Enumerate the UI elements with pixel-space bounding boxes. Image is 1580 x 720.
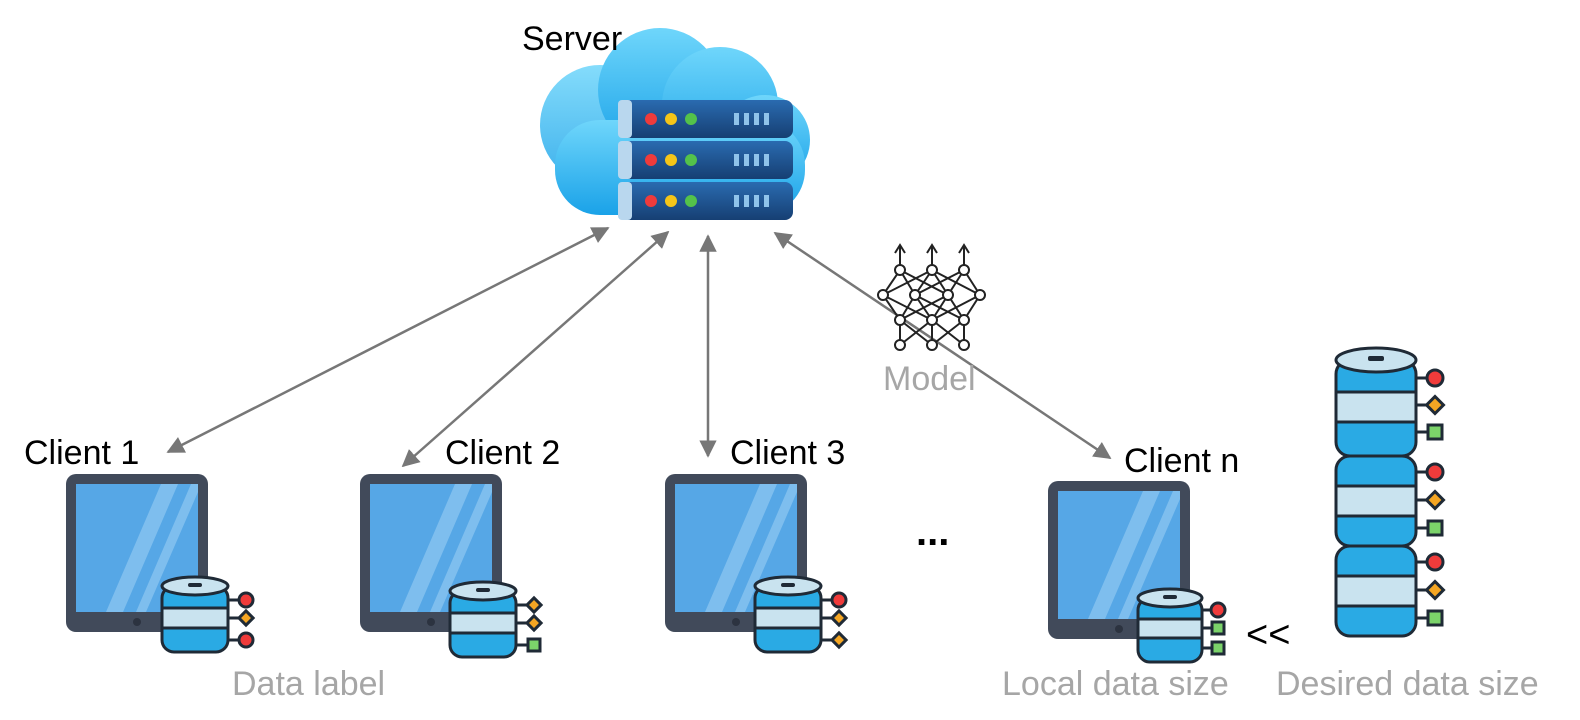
database-icon — [160, 575, 256, 654]
database-icon — [753, 575, 849, 654]
database-icon — [1136, 587, 1227, 664]
server-rack — [618, 100, 793, 220]
client-2-label: Client 2 — [445, 434, 561, 472]
arrow-client-2 — [401, 230, 670, 468]
data-label-caption: Data label — [232, 665, 386, 703]
client-1-label: Client 1 — [24, 434, 140, 472]
database-stack-icon — [1334, 346, 1446, 638]
arrow-client-n — [773, 231, 1112, 460]
server-label: Server — [522, 20, 623, 58]
desired-data-size-caption: Desired data size — [1276, 665, 1539, 703]
ellipsis: ... — [916, 510, 950, 554]
rack-unit-3 — [618, 182, 793, 220]
arrow-client-1 — [166, 226, 610, 454]
model-label: Model — [883, 360, 976, 398]
neural-network-icon — [877, 243, 986, 351]
cloud-server-icon — [540, 28, 810, 220]
local-data-size-caption: Local data size — [1002, 665, 1229, 703]
rack-unit-1 — [618, 100, 793, 138]
client-n-label: Client n — [1124, 442, 1240, 480]
client-3-label: Client 3 — [730, 434, 846, 472]
less-than-comparison: << — [1246, 614, 1291, 656]
database-icon — [448, 580, 544, 659]
rack-unit-2 — [618, 141, 793, 179]
communication-arrows — [166, 226, 1112, 468]
